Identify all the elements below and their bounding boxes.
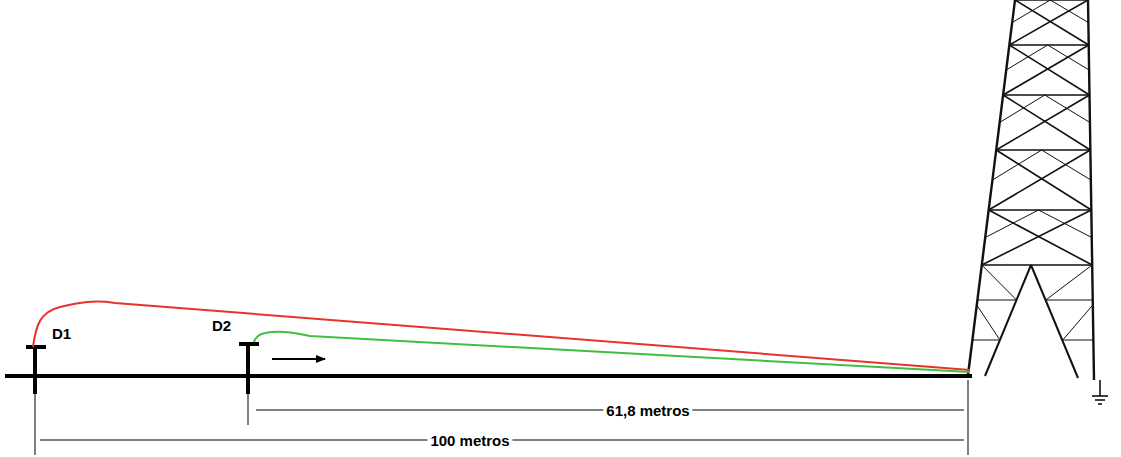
dimension-label: 61,8 metros [603,403,692,418]
tower-member [982,265,1017,300]
transmission-tower [968,0,1094,380]
tower-member [1063,305,1093,340]
tower-member [1050,0,1088,23]
tower-member [1042,150,1091,180]
ground-line [5,374,972,378]
tower-member [982,264,1092,266]
tower-member [996,150,1091,210]
tower-member [972,340,1000,341]
tower-member [1003,95,1090,150]
tower-member [985,265,1031,376]
red-cable [33,302,970,370]
tower-member [1003,45,1089,95]
post-label: D2 [212,318,231,333]
ground-symbol [1092,380,1108,404]
tower-member [1063,340,1094,341]
tower-member [1038,210,1091,238]
movement-arrow [272,358,325,360]
tower-member [996,95,1089,150]
post-label: D1 [52,326,71,341]
tower-member [1048,45,1089,70]
tower-member [1000,95,1045,123]
tower-member [1046,265,1092,300]
tower-member [982,210,1092,265]
dimension-lines [35,380,968,455]
post-d2 [239,343,259,394]
tower-member [1006,45,1047,70]
tower-member [1009,45,1089,95]
post-d1 [26,346,46,394]
tower-member [985,210,1038,238]
green-cable [254,332,970,372]
tower-member [977,300,1016,301]
tower-member [989,150,1091,210]
tower-member [1046,300,1093,301]
tower-member [1088,0,1094,380]
tower-member [1012,0,1050,23]
tower-member [1031,265,1078,378]
tower-member [977,305,1000,340]
tower-member [1009,0,1088,45]
tower-member [992,150,1041,180]
dimension-label: 100 metros [427,433,512,448]
tower-member [1045,95,1090,123]
